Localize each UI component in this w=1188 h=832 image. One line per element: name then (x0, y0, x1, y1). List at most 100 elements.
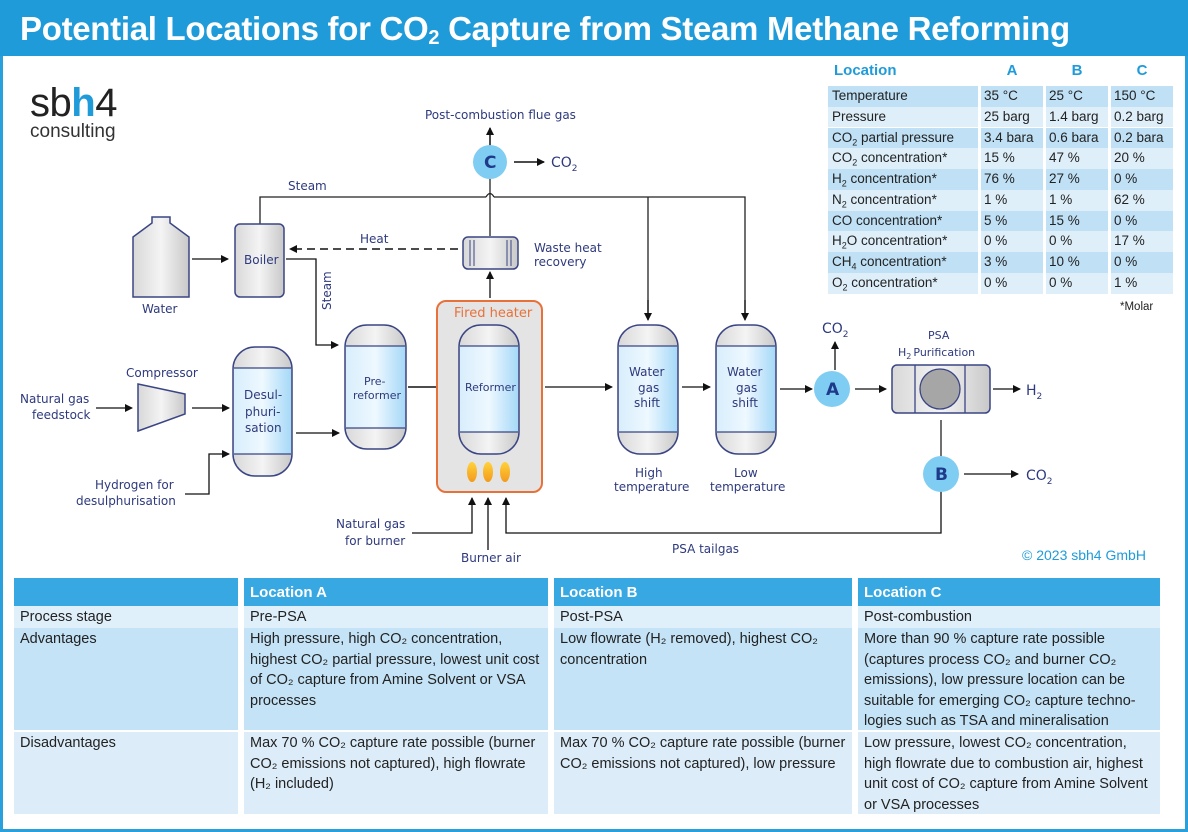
copyright: © 2023 sbh4 GmbH (1022, 547, 1146, 563)
value-c: 62 % (1111, 189, 1173, 211)
advantages-c: More than 90 % capture rate possible (ca… (858, 628, 1160, 730)
waste-heat-tubes (469, 240, 512, 266)
h2-desulph-label-1: Hydrogen for (95, 478, 174, 492)
reformer-bed (460, 346, 518, 432)
header-c: C (1136, 62, 1148, 79)
low-temp-label-2: temperature (710, 480, 785, 494)
location-b-marker[interactable] (923, 456, 959, 492)
page-title: Potential Locations for CO2 Capture from… (0, 0, 1188, 56)
hts-label-2: gas (638, 381, 659, 395)
property-name: CO2 concentration* (828, 148, 978, 169)
value-c: 0.2 barg (1111, 106, 1173, 128)
prereformer-label-1: Pre- (364, 375, 385, 388)
header-a: A (1006, 62, 1018, 79)
title-text-end: Capture from Steam Methane Reforming (439, 10, 1070, 47)
h2-desulph-label-2: desulphurisation (76, 494, 176, 508)
value-a: 3 % (981, 252, 1043, 273)
table-row: CO concentration*5 %15 %0 % (828, 210, 1173, 232)
psa-tailgas-line (502, 490, 942, 534)
co2-label-c: CO2 (551, 155, 578, 174)
steam-line (259, 196, 746, 318)
ng-feed-label-2: feedstock (32, 408, 91, 422)
location-a-letter: A (826, 380, 840, 400)
value-a: 3.4 bara (981, 127, 1043, 149)
value-b: 10 % (1046, 252, 1108, 273)
boiler-icon (234, 223, 285, 298)
property-name: Pressure (828, 106, 978, 128)
value-b: 0.6 bara (1046, 127, 1108, 149)
hts-label-3: shift (634, 396, 660, 410)
heat-label: Heat (360, 232, 389, 246)
psa-tailgas-label: PSA tailgas (672, 542, 739, 556)
table-row: Advantages High pressure, high CO₂ conce… (14, 628, 1174, 730)
desulph-label-2: phuri- (245, 405, 280, 419)
header-blank (14, 578, 238, 606)
property-name: CO2 partial pressure (828, 127, 978, 149)
co2-label-a: CO2 (822, 321, 849, 340)
prereformer-label-2: reformer (353, 389, 401, 402)
location-c-marker[interactable] (473, 145, 507, 179)
ng-burner-label-2: for burner (345, 534, 405, 548)
properties-header-row: Location A B C (828, 62, 1173, 86)
table-row: CH4 concentration*3 %10 %0 % (828, 252, 1173, 273)
location-a-marker[interactable] (814, 371, 850, 407)
burner-air-label: Burner air (461, 551, 521, 565)
psa-adsorber (919, 368, 961, 410)
header-location-b: Location B (554, 578, 852, 606)
location-c-letter: C (484, 153, 496, 173)
value-a: 15 % (981, 148, 1043, 169)
property-name: Temperature (828, 86, 978, 107)
value-b: 15 % (1046, 210, 1108, 232)
location-b-letter: B (935, 465, 948, 485)
advantages-a: High pressure, high CO₂ concentration, h… (244, 628, 548, 730)
row-label-disadvantages: Disadvantages (14, 732, 238, 814)
waste-heat-label-2: recovery (534, 255, 587, 269)
header-location-a: Location A (244, 578, 548, 606)
waste-heat-label-1: Waste heat (534, 241, 602, 255)
table-row: N2 concentration*1 %1 %62 % (828, 189, 1173, 211)
post-combustion-label: Post-combustion flue gas (425, 108, 576, 122)
stage-c: Post-combustion (858, 606, 1160, 628)
steam-label-side: Steam (320, 271, 334, 310)
steam-line-side (286, 258, 339, 349)
table-row: CO2 concentration*15 %47 %20 % (828, 148, 1173, 169)
ng-burner-label-1: Natural gas (336, 517, 405, 531)
h2-desulph-arrow (185, 450, 230, 495)
value-c: 150 °C (1111, 86, 1173, 107)
title-subscript: 2 (428, 27, 440, 49)
psa-label-1: PSA (928, 329, 950, 342)
desulph-label-3: sation (245, 421, 282, 435)
table-row: O2 concentration*0 %0 %1 % (828, 273, 1173, 294)
value-c: 0 % (1111, 252, 1173, 273)
value-c: 0 % (1111, 169, 1173, 190)
value-c: 17 % (1111, 231, 1173, 253)
property-name: H2 concentration* (828, 169, 978, 190)
property-name: H2O concentration* (828, 231, 978, 253)
burner-flames-icon (467, 462, 510, 482)
value-c: 0 % (1111, 210, 1173, 232)
high-temp-label-2: temperature (614, 480, 689, 494)
disadvantages-b: Max 70 % CO₂ capture rate possible (burn… (554, 732, 852, 814)
table-row: Disadvantages Max 70 % CO₂ capture rate … (14, 730, 1174, 814)
value-a: 0 % (981, 231, 1043, 253)
property-name: O2 concentration* (828, 273, 978, 294)
table-row: H2 concentration*76 %27 %0 % (828, 169, 1173, 190)
stage-a: Pre-PSA (244, 606, 548, 628)
value-b: 1.4 barg (1046, 106, 1108, 128)
value-b: 27 % (1046, 169, 1108, 190)
value-b: 1 % (1046, 189, 1108, 211)
high-temp-label-1: High (635, 466, 663, 480)
comparison-table: Location A Location B Location C Process… (14, 578, 1174, 814)
title-text: Potential Locations for CO (20, 10, 429, 47)
value-b: 25 °C (1046, 86, 1108, 107)
property-name: CH4 concentration* (828, 252, 978, 273)
lts-bed (717, 346, 775, 432)
logo-accent: h (71, 81, 96, 125)
row-label-process-stage: Process stage (14, 606, 238, 628)
hts-bed (619, 346, 677, 432)
header-location: Location (834, 62, 897, 79)
water-tank-icon (132, 216, 190, 298)
reformer-label: Reformer (465, 381, 516, 394)
